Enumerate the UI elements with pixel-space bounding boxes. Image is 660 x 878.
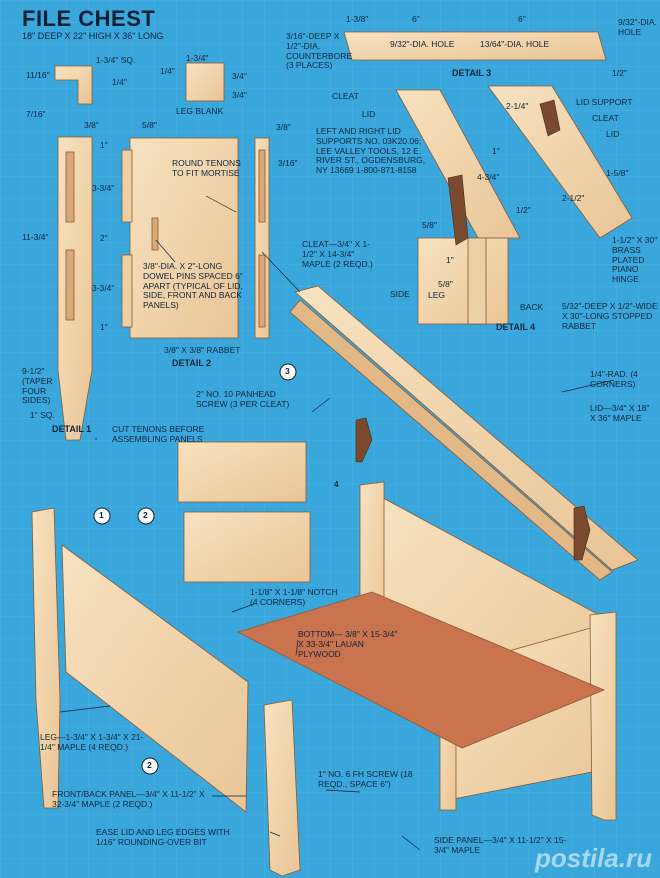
callout-2b [141, 757, 159, 775]
callout-2 [137, 507, 155, 525]
dim-d1-1116: 11/16" [26, 70, 50, 80]
dim-lb-14: 1/4" [160, 66, 175, 76]
rabbet-edge [254, 137, 270, 339]
front-back-label: FRONT/BACK PANEL—3/4" X 11-1/2" X 32-3/4… [52, 789, 205, 809]
panel-upper [177, 441, 307, 503]
hinge-label: 1-1/2" X 30" BRASS PLATED PIANO HINGE [612, 235, 658, 285]
panhead-label: 2" NO. 10 PANHEAD SCREW (3 PER CLEAT) [196, 389, 290, 409]
rabbet-label: 3/8" X 3/8" RABBET [164, 345, 241, 355]
dim-d4-1: 1" [492, 146, 500, 156]
dim-d1-14: 1/4" [112, 77, 127, 87]
chest-leg-right [589, 611, 617, 821]
leg-spec-label: LEG—1-3/4" X 1-3/4" X 21-1/4" MAPLE (4 R… [40, 732, 144, 752]
dim-d3-12: 1/2" [612, 68, 627, 78]
dim-d4-12: 1/2" [516, 205, 531, 215]
bottom-plywood [236, 591, 606, 749]
sq1-label: 1" SQ. [30, 410, 55, 420]
dim-d1-58: 5/8" [142, 120, 157, 130]
dim-lb-134: 1-3/4" [186, 53, 209, 63]
dim-d3-6a: 6" [412, 14, 420, 24]
dim-d4-214: 2-1/4" [506, 101, 529, 111]
cleat2-label: CLEAT [592, 113, 619, 123]
notch-label: 1-1/8" X 1-1/8" NOTCH (4 CORNERS) [250, 587, 338, 607]
dim-d4-58b: 5/8" [438, 279, 453, 289]
bottom-label: BOTTOM— 3/8" X 15-3/4" X 33-3/4" LAUAN P… [298, 629, 398, 659]
page-subtitle: 18" DEEP X 22" HIGH X 36" LONG [22, 31, 164, 41]
detail-2-label: DETAIL 2 [172, 358, 212, 368]
callout-1-text: 1 [99, 510, 104, 520]
detail-4-label: DETAIL 4 [496, 322, 536, 332]
dim-d2-2: 2" [100, 233, 108, 243]
dim-d2-38: 3/8" [276, 122, 291, 132]
dim-d3-6b: 6" [518, 14, 526, 24]
hole-932-right-label: 9/32"-DIA. HOLE [618, 17, 657, 37]
side-label: SIDE [390, 289, 410, 299]
dim-d3-138: 1-3/8" [346, 14, 369, 24]
hole-932-label: 9/32"-DIA. HOLE [390, 39, 455, 49]
stopped-rabbet-label: 5/32"-DEEP X 1/2"-WIDE X 30"-LONG STOPPE… [562, 301, 658, 331]
panel-lower [183, 511, 311, 583]
dim-d1-38: 3/8" [84, 120, 99, 130]
callout-2b-text: 2 [147, 760, 152, 770]
callout-3 [279, 363, 297, 381]
detail-3-label: DETAIL 3 [452, 68, 492, 78]
callout-3-text: 3 [285, 366, 290, 376]
leg-front [263, 699, 301, 877]
lid-supports-label: LEFT AND RIGHT LID SUPPORTS NO. 03K20.06… [316, 126, 426, 176]
dim-d1-134sq: 1-3/4" SQ. [96, 55, 136, 65]
dim-d4-1b: 1" [446, 255, 454, 265]
callout-1 [93, 507, 111, 525]
counterbore-label: 3/16"-DEEP X 1/2"-DIA. COUNTERBORE (3 PL… [286, 31, 353, 71]
dim-d4-158: 1-5/8" [606, 168, 629, 178]
dim-d2-334b: 3-3/4" [92, 283, 115, 293]
panel-detail [129, 137, 239, 339]
rad-label: 1/4"-RAD. (4 CORNERS) [590, 369, 638, 389]
lid-support-label: LID SUPPORT [576, 97, 633, 107]
fh-screw-label: 1" NO. 6 FH SCREW (18 REQD., SPACE 6") [318, 769, 413, 789]
watermark: postila.ru [534, 843, 652, 873]
callout-4-text: 4 [334, 479, 339, 489]
dim-lb-34b: 3/4" [232, 90, 247, 100]
lid-support-right [573, 505, 591, 561]
callout-2-text: 2 [143, 510, 148, 520]
dim-d1-11-34: 11-3/4" [22, 232, 49, 242]
front-panel [61, 544, 249, 813]
leg-left [31, 507, 61, 809]
lid2-label: LID [606, 129, 620, 139]
dowel-pins-label: 3/8"-DIA. X 2"-LONG DOWEL PINS SPACED 6"… [143, 261, 243, 311]
back-label: BACK [520, 302, 544, 312]
detail-1-label: DETAIL 1 [52, 424, 92, 434]
dim-d2-1b: 1" [100, 322, 108, 332]
round-tenons-label: ROUND TENONS TO FIT MORTISE [172, 158, 241, 178]
dim-d2-316: 3/16" [278, 158, 298, 168]
lid-label: LID [362, 109, 376, 119]
dim-d2-334a: 3-3/4" [92, 183, 115, 193]
cleat-spec-label: CLEAT—3/4" X 1-1/2" X 14-3/4" MAPLE (2 R… [302, 239, 373, 269]
leg-top-view [54, 65, 93, 105]
leg-label: LEG [428, 290, 446, 300]
cleat-detail [343, 31, 607, 61]
cut-tenons-label: CUT TENONS BEFORE ASSEMBLING PANELS [112, 424, 205, 444]
hole-1364-label: 13/64"-DIA. HOLE [480, 39, 550, 49]
page-title: FILE CHEST [22, 6, 156, 31]
dim-lb-34a: 3/4" [232, 71, 247, 81]
dim-d4-212: 2-1/2" [562, 193, 585, 203]
leg-blank-label: LEG BLANK [176, 106, 224, 116]
lid-spec-label: LID—3/4" X 18" X 36" MAPLE [590, 403, 650, 423]
leg-blank-drawing [185, 62, 225, 102]
dim-d4-58a: 5/8" [422, 220, 437, 230]
dim-d4-434: 4-3/4" [477, 172, 500, 182]
ease-label: EASE LID AND LEG EDGES WITH 1/16" ROUNDI… [96, 827, 230, 847]
taper-label: 9-1/2" (TAPER FOUR SIDES) [22, 366, 53, 406]
dim-d2-1a: 1" [100, 140, 108, 150]
dim-d1-716: 7/16" [26, 109, 46, 119]
lid-support-left [355, 417, 373, 463]
cleat-label: CLEAT [332, 91, 359, 101]
side-leg-detail [417, 237, 509, 325]
lid [294, 285, 639, 571]
side-panel-label: SIDE PANEL—3/4" X 11-1/2" X 15-3/4" MAPL… [434, 835, 567, 855]
